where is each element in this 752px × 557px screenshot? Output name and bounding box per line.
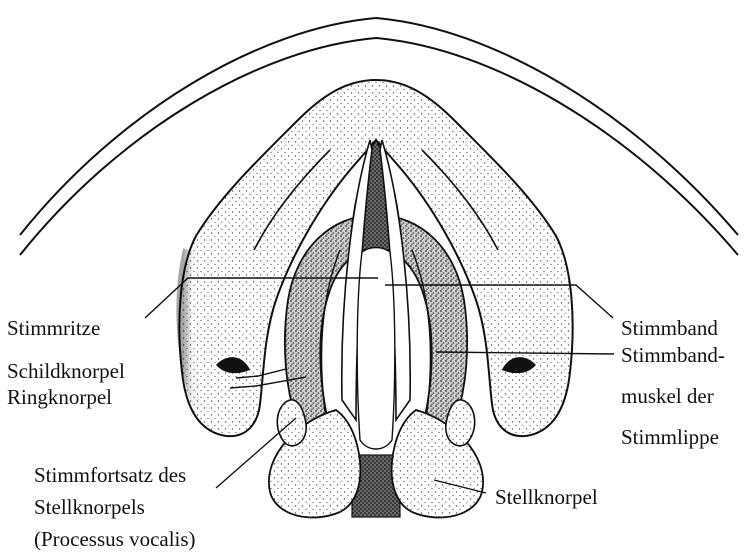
label-stimmbandmuskel-line3: Stimmlippe xyxy=(621,425,719,449)
label-stellknorpel: Stellknorpel xyxy=(495,485,598,509)
label-stimmbandmuskel-line1: Stimmband- xyxy=(621,343,725,367)
label-stimmband: Stimmband xyxy=(621,316,718,340)
label-stimmfortsatz-line3: (Processus vocalis) xyxy=(34,527,196,551)
label-schildknorpel: Schildknorpel xyxy=(7,359,125,383)
label-stimmfortsatz-line1: Stimmfortsatz des xyxy=(34,463,186,487)
label-stimmritze: Stimmritze xyxy=(7,316,100,340)
label-stimmfortsatz-line2: Stellknorpels xyxy=(34,495,145,519)
label-ringknorpel: Ringknorpel xyxy=(7,385,112,409)
label-stimmbandmuskel-line2: muskel der xyxy=(621,384,714,408)
